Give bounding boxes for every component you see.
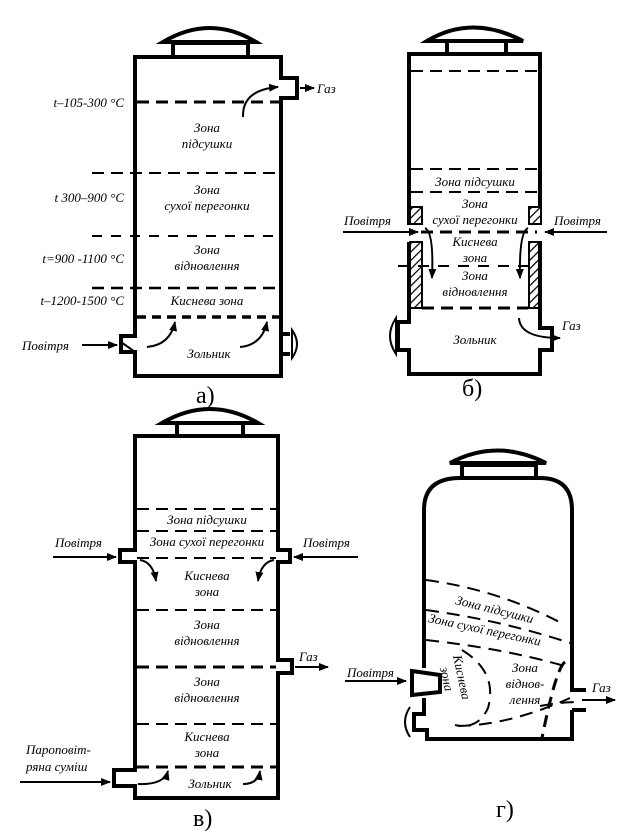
zone-label: зона xyxy=(194,584,220,599)
air-label: Повітря xyxy=(21,338,69,353)
zone-label: Зона xyxy=(462,196,488,211)
zone-label: сухої перегонки xyxy=(164,198,250,213)
zone-label: зона xyxy=(194,745,220,760)
diagram-v: Зона підсушки Зона сухої перегонки Кисне… xyxy=(20,407,358,832)
air-label: Повітря xyxy=(346,665,394,680)
zone-label: Киснева xyxy=(183,568,230,583)
zone-label: Зона підсушки xyxy=(167,512,247,527)
zone-label: сухої перегонки xyxy=(432,212,518,227)
lid-b xyxy=(419,25,524,53)
air-down-arrow xyxy=(139,559,159,582)
zone-label: Зона xyxy=(194,182,220,197)
zone-label: Зона xyxy=(512,660,538,675)
shell-a xyxy=(119,55,299,378)
temp-label: t–105-300 °C xyxy=(53,95,124,110)
air-label-left: Повітря xyxy=(54,535,102,550)
zone-label: відновлення xyxy=(174,258,239,273)
shell-g xyxy=(412,476,586,741)
zone-label: Зона підсушки xyxy=(435,174,515,189)
zone-label: Зона сухої перегонки xyxy=(150,534,265,549)
zone-label: Зольник xyxy=(453,332,497,347)
zone-label: Зона xyxy=(462,268,488,283)
zone-label: відновлення xyxy=(174,633,239,648)
zone-label: підсушки xyxy=(182,136,233,151)
zone-label: Киснева зона xyxy=(170,293,244,308)
zone-label: віднов- xyxy=(506,676,545,691)
temp-label: t 300–900 °C xyxy=(55,190,125,205)
zone-label: Киснева xyxy=(183,729,230,744)
zone-label: зона xyxy=(437,665,457,693)
gas-out-arrow xyxy=(518,317,561,342)
zone-label: Зона xyxy=(194,120,220,135)
steam-air-label: Пароповіт- xyxy=(25,742,91,757)
temp-label: t=900 -1100 °C xyxy=(42,251,124,266)
air-down-arrow xyxy=(255,559,275,582)
air-flow-arrow xyxy=(242,770,263,785)
zone-label: Зона xyxy=(194,617,220,632)
zone-label: Зольник xyxy=(187,346,231,361)
steam-air-label: ряна суміш xyxy=(25,759,88,774)
diagram-g: Зона підсушки Зона сухої перегонки Кисне… xyxy=(345,448,616,823)
lid-v xyxy=(154,407,266,435)
air-label-left: Повітря xyxy=(343,213,391,228)
shell-v xyxy=(112,434,294,800)
diagram-a: t–105-300 °C t 300–900 °C t=900 -1100 °C… xyxy=(21,26,336,409)
lid-a xyxy=(155,26,264,56)
air-label-right: Повітря xyxy=(553,213,601,228)
gas-label: Газ xyxy=(298,649,318,664)
zone-label: Зона xyxy=(194,674,220,689)
lid-g xyxy=(449,448,547,477)
air-down-arrow xyxy=(424,227,437,279)
zone-label: Зольник xyxy=(188,776,232,791)
air-flow-arrow xyxy=(137,770,170,786)
caption-a: а) xyxy=(196,383,215,409)
air-flow-arrow xyxy=(239,321,269,348)
zone-label: Киснева xyxy=(451,234,498,249)
caption-b: б) xyxy=(462,376,482,402)
caption-g: г) xyxy=(496,797,514,823)
caption-v: в) xyxy=(193,806,212,832)
diagram-b: Зона підсушки Зона сухої перегонки Кисне… xyxy=(343,25,607,402)
air-flow-arrow xyxy=(146,321,177,348)
gas-label: Газ xyxy=(591,680,611,695)
gas-label: Газ xyxy=(561,318,581,333)
zone-label: лення xyxy=(509,692,541,707)
air-label-right: Повітря xyxy=(302,535,350,550)
zone-label: Зона xyxy=(194,242,220,257)
gas-label: Газ xyxy=(316,81,336,96)
air-inlet-g xyxy=(410,668,442,698)
zone-label: відновлення xyxy=(174,690,239,705)
temp-label: t–1200-1500 °C xyxy=(40,293,124,308)
zone-label: відновлення xyxy=(442,284,507,299)
air-down-arrow xyxy=(515,227,529,279)
gas-flow-arrow xyxy=(241,83,279,118)
zone-label: зона xyxy=(462,250,488,265)
